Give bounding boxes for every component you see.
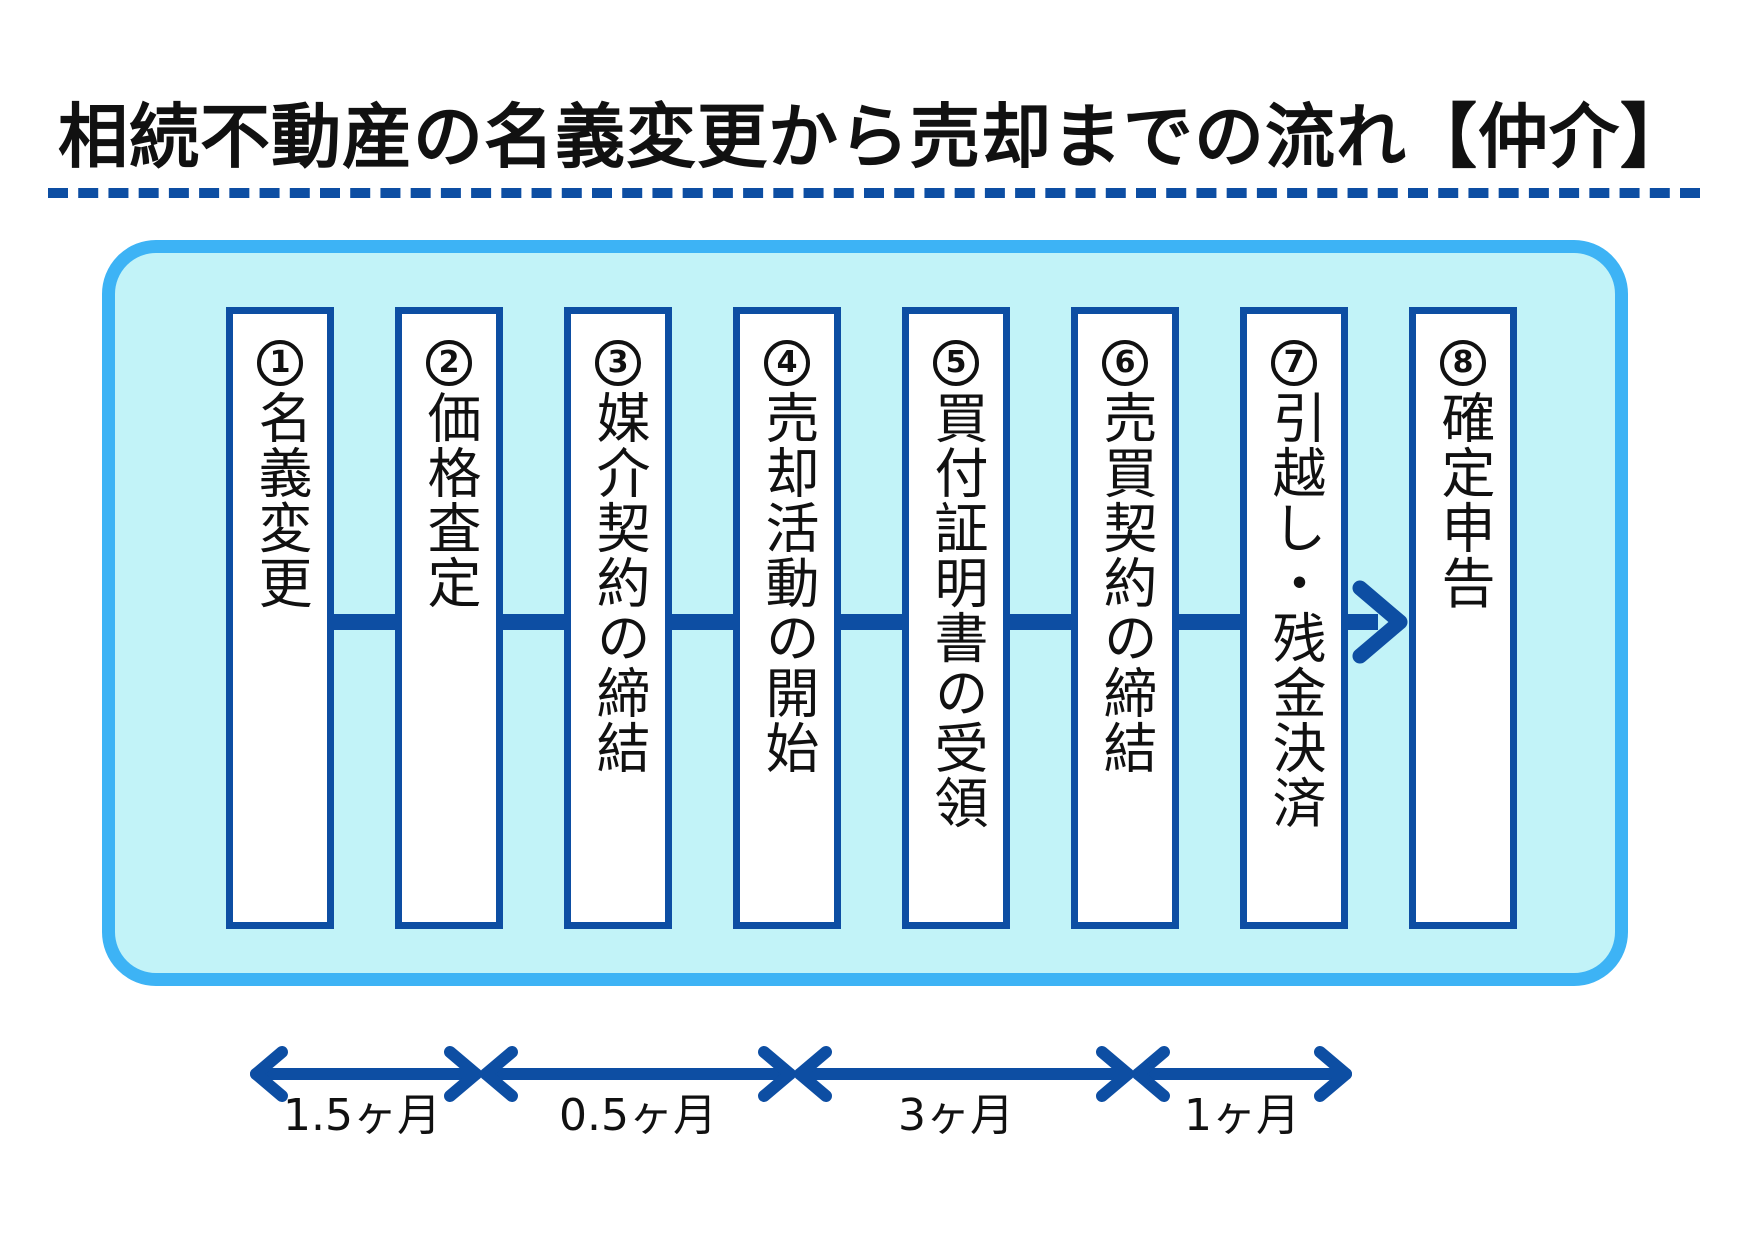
step-number-badge: 5	[933, 340, 979, 386]
step-box-4: 4 売却活動の開始	[733, 307, 841, 929]
step-box-2: 2 価格査定	[395, 307, 503, 929]
step-label: 買付証明書の受領	[925, 390, 988, 830]
flow-panel	[102, 240, 1628, 986]
step-label: 媒介契約の締結	[587, 390, 650, 775]
duration-label-4: 1ヶ月	[1184, 1090, 1300, 1141]
step-label: 名義変更	[249, 390, 312, 610]
flow-arrow-head-icon	[1352, 580, 1408, 664]
diagram-title: 相続不動産の名義変更から売却までの流れ【仲介】	[58, 96, 1691, 178]
step-box-1: 1 名義変更	[226, 307, 334, 929]
step-number-badge: 2	[426, 340, 472, 386]
step-box-5: 5 買付証明書の受領	[902, 307, 1010, 929]
step-box-3: 3 媒介契約の締結	[564, 307, 672, 929]
step-label: 確定申告	[1432, 390, 1495, 610]
step-number-badge: 4	[764, 340, 810, 386]
duration-label-1: 1.5ヶ月	[283, 1090, 441, 1141]
step-box-8: 8 確定申告	[1409, 307, 1517, 929]
step-label: 引越し・残金決済	[1263, 390, 1326, 830]
step-label: 価格査定	[418, 390, 481, 610]
step-number-badge: 8	[1440, 340, 1486, 386]
step-number-badge: 1	[257, 340, 303, 386]
step-label: 売却活動の開始	[756, 390, 819, 775]
step-number-badge: 7	[1271, 340, 1317, 386]
duration-label-3: 3ヶ月	[898, 1090, 1014, 1141]
duration-label-2: 0.5ヶ月	[559, 1090, 717, 1141]
step-box-6: 6 売買契約の締結	[1071, 307, 1179, 929]
step-number-badge: 6	[1102, 340, 1148, 386]
step-number-badge: 3	[595, 340, 641, 386]
step-box-7: 7 引越し・残金決済	[1240, 307, 1348, 929]
step-label: 売買契約の締結	[1094, 390, 1157, 775]
title-dashed-divider	[48, 188, 1700, 198]
